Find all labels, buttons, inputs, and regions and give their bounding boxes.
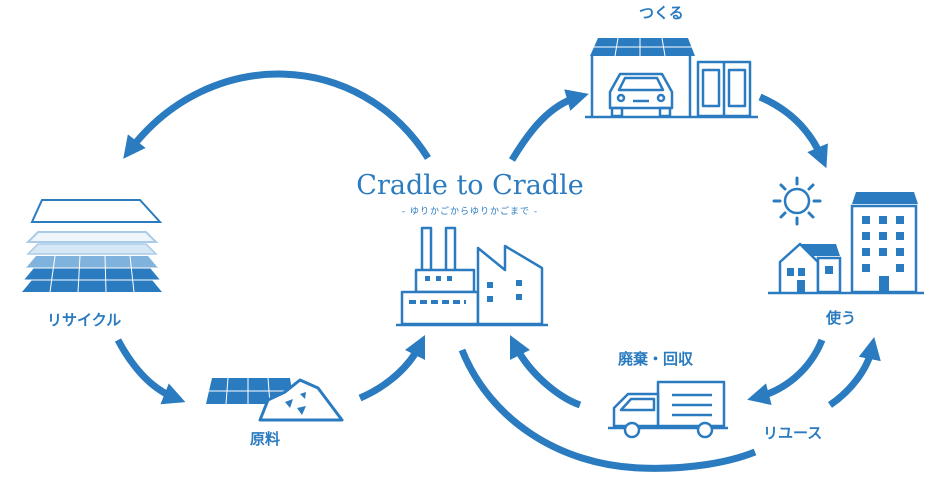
arrow-factory-to-collect-loop bbox=[458, 348, 757, 472]
arrow-reuse-to-use bbox=[827, 337, 881, 408]
diagram-title: Cradle to Cradle bbox=[356, 170, 584, 201]
truck-icon bbox=[608, 380, 728, 439]
label-reuse: リユース bbox=[763, 424, 823, 442]
solar-panel-rock-icon bbox=[206, 377, 344, 422]
arrow-factory-to-make bbox=[508, 89, 589, 162]
arrow-collect-to-factory bbox=[509, 334, 582, 409]
building-icon bbox=[768, 192, 924, 295]
arrow-make-to-use bbox=[758, 93, 828, 169]
arrow-recycle-to-material bbox=[114, 338, 186, 405]
arrow-factory-to-recycle bbox=[123, 70, 431, 160]
solar-panel-stack-icon bbox=[22, 199, 163, 293]
house-icon bbox=[778, 242, 842, 294]
factory-icon bbox=[396, 226, 548, 327]
carport-icon bbox=[585, 37, 758, 119]
label-material: 原料 bbox=[250, 430, 281, 448]
label-use: 使う bbox=[826, 309, 857, 327]
diagram-subtitle: - ゆりかごからゆりかごまで - bbox=[401, 207, 539, 217]
arrow-material-to-factory bbox=[358, 334, 426, 402]
label-recycle: リサイクル bbox=[47, 311, 122, 329]
arrow-use-to-reuse bbox=[747, 338, 826, 406]
sun-icon bbox=[772, 176, 822, 226]
label-make: つくる bbox=[639, 4, 684, 22]
label-collect: 廃棄・回収 bbox=[618, 350, 694, 368]
